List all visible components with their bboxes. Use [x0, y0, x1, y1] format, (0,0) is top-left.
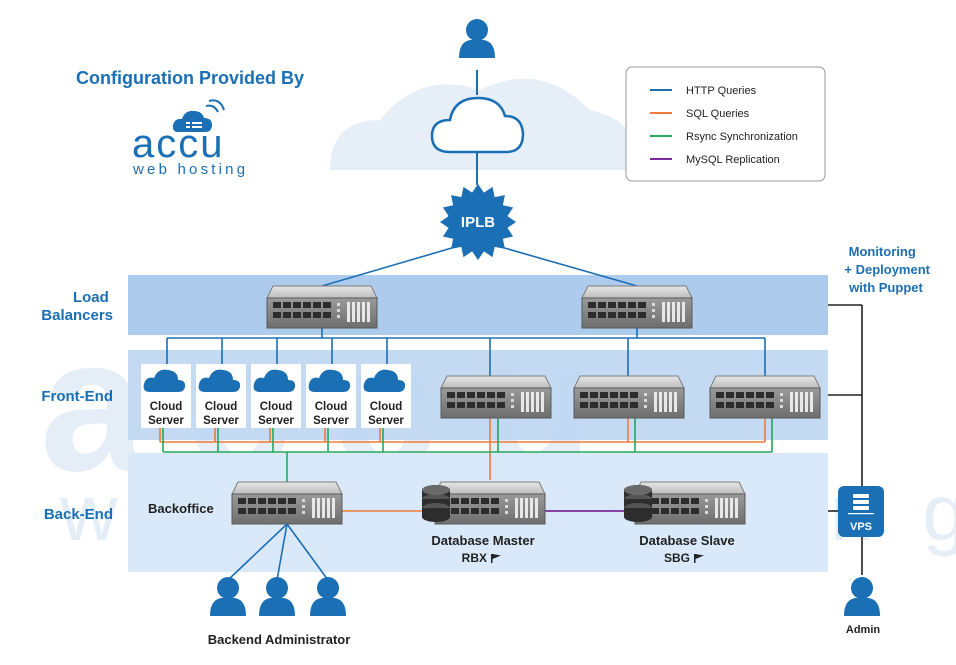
legend-item: HTTP Queries [650, 85, 757, 97]
legend-label: HTTP Queries [686, 85, 757, 97]
backoffice-switch [231, 481, 343, 525]
backend-admin-icon-3 [310, 577, 346, 616]
cloud-server-label: Cloud [150, 401, 183, 413]
admin-user-icon [844, 577, 880, 616]
legend-label: Rsync Synchronization [686, 131, 798, 143]
svg-text:RBX: RBX [462, 551, 487, 565]
db-master-icon [422, 485, 450, 522]
db-master-switch [434, 481, 546, 525]
load-balancer-band [128, 275, 828, 335]
front-end-switch-1 [440, 375, 552, 419]
cloud-logo-icon [172, 99, 225, 132]
legend-item: Rsync Synchronization [650, 131, 798, 143]
layer-label-back-end: Back-End [44, 506, 113, 523]
front-end-switch-2 [573, 375, 685, 419]
db-master-location: RBX [462, 551, 501, 565]
svg-text:accu: accu [132, 122, 225, 166]
cloud-server-label: Server [148, 415, 184, 427]
http-links [166, 244, 766, 376]
legend-item: MySQL Replication [650, 154, 780, 166]
iplb-badge: IPLB [440, 184, 516, 260]
admin-links [227, 523, 329, 581]
cloud-server-label: Server [368, 415, 404, 427]
db-slave-icon [624, 485, 652, 522]
front-end-switch-3 [709, 375, 821, 419]
rsync-links [162, 418, 773, 482]
svg-text:IPLB: IPLB [461, 214, 495, 231]
flag-icon [694, 554, 704, 563]
monitoring-label: Monitoring + Deployment with Puppet [844, 244, 933, 295]
backend-admin-icon-1 [210, 577, 246, 616]
cloud-server-label: Cloud [205, 401, 238, 413]
config-heading: Configuration Provided By [76, 68, 304, 88]
legend-item: SQL Queries [650, 108, 750, 120]
load-balancer-switch-1 [266, 285, 378, 329]
legend-label: MySQL Replication [686, 154, 780, 166]
backoffice-label: Backoffice [148, 501, 214, 516]
cloud-server-label: Server [258, 415, 294, 427]
svg-text:web hosting: web hosting [132, 161, 248, 178]
cloud-server-label: Cloud [370, 401, 403, 413]
db-master-label: Database Master [431, 533, 534, 548]
layer-label-front-end: Front-End [41, 388, 113, 405]
db-slave-location: SBG [664, 551, 704, 565]
sql-links [159, 418, 766, 512]
cloud-server-label: Server [203, 415, 239, 427]
cloud-server-label: Server [313, 415, 349, 427]
load-balancer-switch-2 [581, 285, 693, 329]
layer-label-load-balancers: Load Balancers [41, 289, 113, 324]
admin-label: Admin [846, 624, 881, 636]
svg-text:VPS: VPS [850, 521, 872, 533]
cloud-server-label: Cloud [260, 401, 293, 413]
internet-cloud-icon [430, 96, 525, 154]
server-stack-icon [848, 494, 874, 515]
vps-node: VPS [838, 486, 884, 537]
accu-logo: accu web hosting [132, 99, 248, 178]
backend-admin-icon-2 [259, 577, 295, 616]
svg-text:SBG: SBG [664, 551, 690, 565]
cloud-server-label: Cloud [315, 401, 348, 413]
legend-label: SQL Queries [686, 108, 750, 120]
backend-admin-label: Backend Administrator [208, 632, 351, 647]
internet-user-icon [459, 19, 495, 58]
flag-icon [491, 554, 501, 563]
db-slave-label: Database Slave [639, 533, 734, 548]
